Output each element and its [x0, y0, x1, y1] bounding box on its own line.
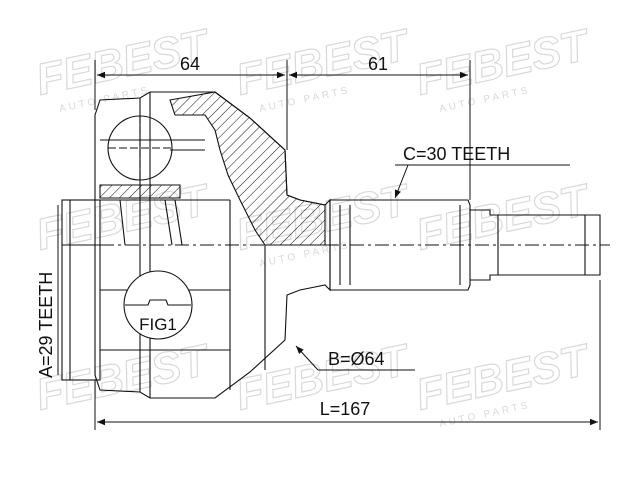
inner-spline — [61, 199, 101, 381]
fig1-detail — [123, 270, 193, 340]
fig1-label: FIG1 — [139, 315, 177, 334]
label-c: C=30 TEETH — [403, 144, 510, 164]
dimension-61-label: 61 — [368, 54, 388, 74]
shaft — [329, 199, 601, 291]
label-b-arrow — [295, 345, 319, 371]
dimension-length — [94, 280, 601, 430]
outer-housing — [94, 91, 331, 399]
watermark-brand: FEBEST — [412, 175, 595, 260]
label-a: A=29 TEETH — [36, 272, 56, 378]
dimension-64-label: 64 — [180, 54, 200, 74]
dimension-top — [94, 60, 471, 200]
label-l: L=167 — [320, 399, 371, 419]
watermark-brand: FEBEST — [32, 335, 215, 420]
label-c-arrow — [394, 164, 409, 199]
label-b: B=Ø64 — [328, 349, 385, 369]
